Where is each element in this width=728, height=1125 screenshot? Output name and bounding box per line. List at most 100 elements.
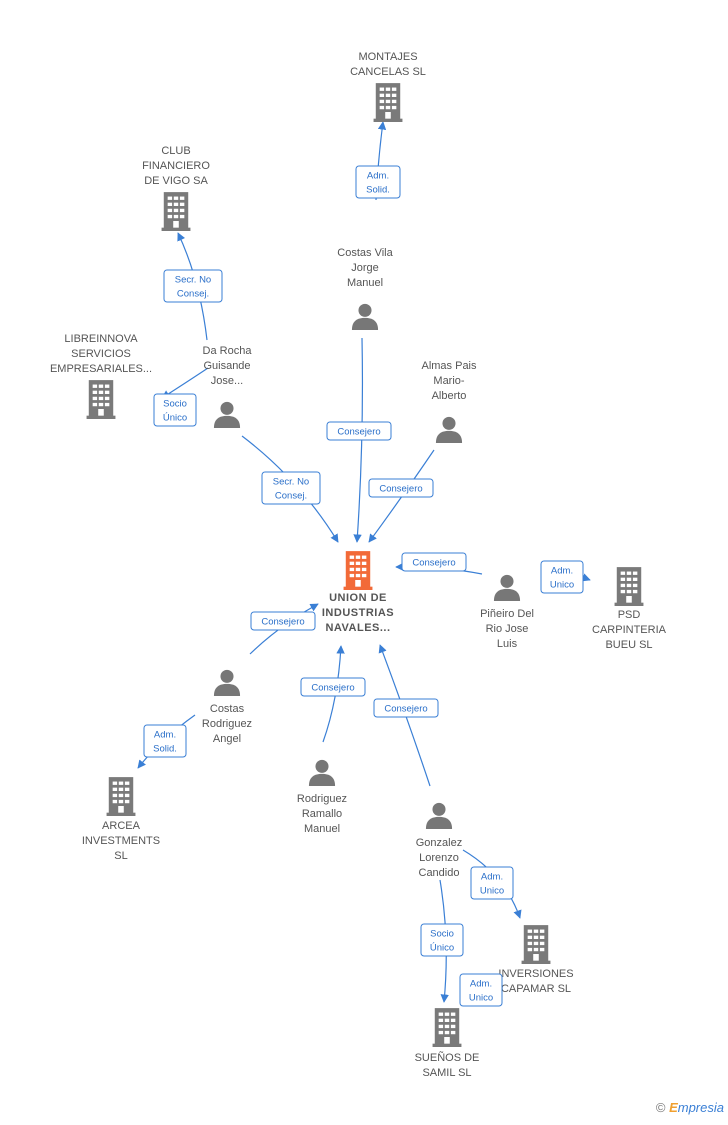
edge-label-text: Adm. xyxy=(481,872,503,883)
edge-label-box xyxy=(368,478,434,498)
node-label-line: Angel xyxy=(213,733,241,745)
person-icon[interactable] xyxy=(308,759,336,786)
edge-label-costasrod-to-arcea[interactable]: Adm. Solid. xyxy=(143,724,187,758)
edge-label-box xyxy=(540,560,584,594)
building-icon[interactable] xyxy=(343,551,373,590)
footer: © Empresia xyxy=(656,1100,724,1115)
node-center[interactable]: UNION DEINDUSTRIASNAVALES... xyxy=(322,551,394,634)
edge-label-text: Unico xyxy=(480,886,504,897)
node-libreinnova[interactable]: LIBREINNOVASERVICIOSEMPRESARIALES... xyxy=(50,333,152,419)
node-label-line: CANCELAS SL xyxy=(350,66,426,78)
node-darocha[interactable]: Da RochaGuisandeJose... xyxy=(203,345,253,428)
node-label-line: Piñeiro Del xyxy=(480,608,534,620)
building-icon[interactable] xyxy=(521,925,551,964)
node-label-line: SL xyxy=(114,850,127,862)
person-icon[interactable] xyxy=(351,303,379,330)
brand-logo[interactable]: Empresia xyxy=(669,1100,724,1115)
node-label-line: INVERSIONES xyxy=(498,968,573,980)
edge-label-gonzalez-to-inversiones[interactable]: Adm. Unico xyxy=(470,866,514,900)
node-label-line: CAPAMAR SL xyxy=(501,983,571,995)
edge-label-text: Solid. xyxy=(366,185,390,196)
building-icon[interactable] xyxy=(161,192,191,231)
node-montajes[interactable]: MONTAJES CANCELAS SL xyxy=(350,51,426,122)
edge-label-box xyxy=(470,866,514,900)
edge-label-text: Socio xyxy=(430,929,454,940)
edge-label-box xyxy=(250,611,316,631)
edge-labels-layer: Adm.Solid.Secr. NoConsej.SocioÚnicoSecr.… xyxy=(143,165,584,1007)
edge-label-box xyxy=(300,677,366,697)
node-label-line: UNION DE xyxy=(329,592,387,604)
edge-label-costasvila-to-montajes[interactable]: Adm. Solid. xyxy=(355,165,401,199)
edge-label-box xyxy=(261,471,321,505)
node-label-line: Mario- xyxy=(433,375,465,387)
edge-rodriguez-to-center xyxy=(322,645,345,743)
person-icon[interactable] xyxy=(493,574,521,601)
node-label-line: SERVICIOS xyxy=(71,348,131,360)
node-label-line: CLUB xyxy=(161,145,190,157)
edge-label-text: Secr. No xyxy=(175,275,211,286)
node-label-line: DE VIGO SA xyxy=(144,175,208,187)
edge-label-text: Consej. xyxy=(275,491,307,502)
edge-label-almas-to-center[interactable]: Consejero xyxy=(368,478,434,498)
node-label-line: Rodriguez xyxy=(297,793,347,805)
person-icon[interactable] xyxy=(435,416,463,443)
edge-label-text: Único xyxy=(163,413,187,424)
node-label-line: SUEÑOS DE xyxy=(415,1051,480,1064)
node-label-line: Manuel xyxy=(304,823,340,835)
node-label-line: Costas Vila xyxy=(337,247,393,259)
node-label-line: CARPINTERIA xyxy=(592,624,667,636)
node-label-line: MONTAJES xyxy=(358,51,417,63)
edge-label-box xyxy=(153,393,197,427)
edge-label-text: Consejero xyxy=(261,617,304,628)
node-label-line: EMPRESARIALES... xyxy=(50,363,152,375)
building-icon[interactable] xyxy=(373,83,403,122)
edge-label-text: Solid. xyxy=(153,744,177,755)
edge-label-gonzalez-to-center[interactable]: Consejero xyxy=(373,698,439,718)
node-label-line: Jorge xyxy=(351,262,379,274)
edge-label-costasrod-to-center[interactable]: Consejero xyxy=(250,611,316,631)
node-label-line: FINANCIERO xyxy=(142,160,210,172)
edge-label-text: Adm. xyxy=(367,171,389,182)
edge-label-gonzalez-to-suenos[interactable]: Adm.Unico xyxy=(459,973,503,1007)
edge-label-text: Único xyxy=(430,943,454,954)
node-label-line: Alberto xyxy=(432,390,467,402)
person-icon[interactable] xyxy=(425,802,453,829)
edge-label-text: Adm. xyxy=(154,730,176,741)
edge-label-pineiro-to-psd[interactable]: Adm.Unico xyxy=(540,560,584,594)
edge-label-box xyxy=(401,552,467,572)
node-inversiones[interactable]: INVERSIONES CAPAMAR SL xyxy=(498,925,574,995)
building-icon[interactable] xyxy=(614,567,644,606)
edge-label-text: Consejero xyxy=(311,683,354,694)
person-icon[interactable] xyxy=(213,669,241,696)
edge-label-pineiro-to-center[interactable]: Consejero xyxy=(401,552,467,572)
building-icon[interactable] xyxy=(432,1008,462,1047)
person-icon[interactable] xyxy=(213,401,241,428)
node-label-line: Gonzalez xyxy=(416,837,462,849)
node-label-line: BUEU SL xyxy=(605,639,652,651)
edge-label-text: Consejero xyxy=(412,558,455,569)
node-label-line: Ramallo xyxy=(302,808,342,820)
edge-label-rodriguez-to-center[interactable]: Consejero xyxy=(300,677,366,697)
node-label-line: PSD xyxy=(618,609,641,621)
building-icon[interactable] xyxy=(106,777,136,816)
node-psd[interactable]: PSD CARPINTERIA BUEU SL xyxy=(592,567,667,651)
node-club[interactable]: CLUB FINANCIERO DE VIGO SA xyxy=(142,145,210,231)
building-icon[interactable] xyxy=(86,380,116,419)
edge-label-box xyxy=(163,269,223,303)
edge-label-text: Consejero xyxy=(379,484,422,495)
edge-label-costasvila-to-center[interactable]: Consejero xyxy=(326,421,392,441)
edge-label-box xyxy=(326,421,392,441)
